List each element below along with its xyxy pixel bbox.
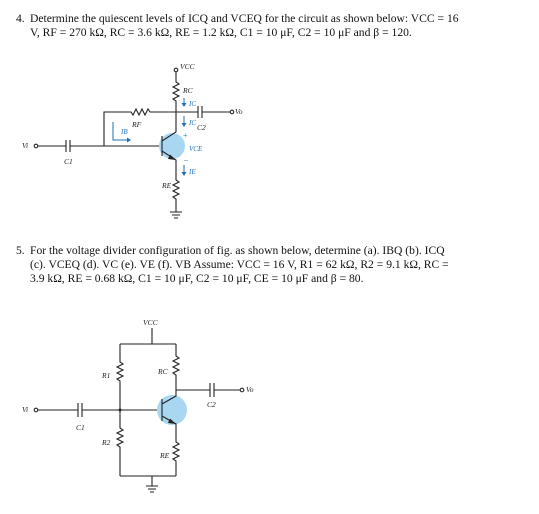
c2-label: C2 [197, 123, 206, 132]
r2-label: R2 [101, 438, 111, 447]
question-text: Determine the quiescent levels of ICQ an… [30, 12, 530, 40]
c2-label: C2 [207, 400, 216, 409]
transistor-highlight [159, 133, 185, 159]
c1-label: C1 [64, 157, 73, 166]
question-number: 4. [16, 12, 25, 25]
question-line: V, RF = 270 kΩ, RC = 3.6 kΩ, RE = 1.2 kΩ… [30, 26, 412, 39]
ic-label: IC [188, 100, 196, 108]
vcc-label: VCC [143, 318, 159, 327]
re-resistor [171, 176, 181, 208]
vcc-label: VCC [180, 62, 196, 71]
rc-label: RC [157, 367, 169, 376]
question-number: 5. [16, 244, 25, 257]
ib-label: IB [120, 128, 128, 136]
ic-arrowhead [181, 103, 187, 107]
vi-terminal [33, 143, 39, 149]
ground-icon [170, 208, 182, 219]
vi-label: Vi [22, 405, 28, 414]
re-label: RE [161, 181, 172, 190]
c1-capacitor [77, 403, 83, 417]
vce-label: VCE [189, 145, 203, 153]
question-text: For the voltage divider configuration of… [30, 244, 530, 286]
vo-terminal [229, 109, 235, 115]
rc-resistor [171, 344, 181, 390]
emitter-arrowhead [168, 418, 176, 424]
emitter-arrowhead [168, 154, 176, 160]
vce-plus: + [183, 131, 188, 140]
ie-label: IE [188, 168, 196, 176]
ib-arrow [112, 122, 130, 141]
junction-dot [118, 408, 122, 412]
vo-terminal [239, 387, 245, 393]
rf-label: RF [131, 120, 142, 129]
re-resistor [171, 432, 181, 476]
vi-terminal [33, 407, 39, 413]
ic-label: IC [188, 119, 196, 127]
ib-arrowhead [127, 137, 131, 143]
vi-label: Vi [22, 141, 28, 150]
r1-label: R1 [101, 371, 110, 380]
c1-label: C1 [76, 423, 85, 432]
question-line: Determine the quiescent levels of ICQ an… [30, 12, 459, 25]
re-label: RE [159, 451, 170, 460]
c2-capacitor [209, 383, 215, 397]
rc-label: RC [182, 86, 194, 95]
vo-label: Vo [246, 385, 254, 394]
question-line: For the voltage divider configuration of… [30, 244, 445, 257]
vo-label: Vo [235, 107, 243, 116]
transistor-collector [161, 112, 177, 142]
rf-resistor [103, 107, 176, 146]
question-line: (c). VCEQ (d). VC (e). VE (f). VB Assume… [30, 258, 449, 271]
ground-icon [120, 475, 176, 493]
vcc-rail [120, 328, 176, 345]
vcc-terminal [173, 67, 179, 73]
ie-arrowhead [181, 172, 187, 176]
question-line: 3.9 kΩ, RE = 0.68 kΩ, C1 = 10 μF, C2 = 1… [30, 272, 364, 285]
vce-minus: – [183, 155, 189, 164]
transistor-collector [161, 390, 177, 405]
ic-arrowhead [181, 123, 187, 127]
r2-resistor [115, 410, 125, 476]
rc-resistor [171, 72, 181, 108]
r1-resistor [115, 344, 125, 410]
